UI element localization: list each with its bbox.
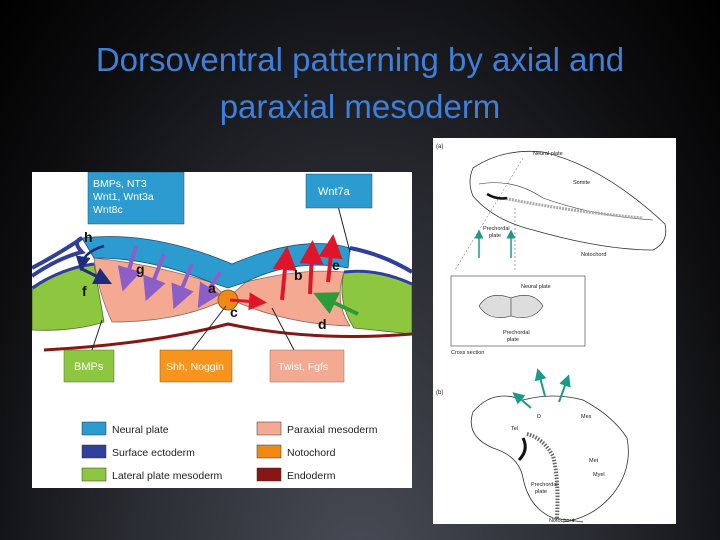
arrow-purple-3 (171, 263, 194, 310)
pointer-bmps (91, 319, 103, 351)
legend-swatch-paraxial-mesoderm (256, 421, 282, 436)
legend-label-notochord: Notochord (287, 447, 336, 459)
embryo-b-notochord (526, 432, 560, 519)
legend-label-surface-ectoderm: Surface ectoderm (112, 447, 195, 459)
letter-b: b (294, 267, 303, 283)
pointer-twist (271, 307, 295, 351)
label-b-tel: Tel (511, 426, 518, 432)
teal-arrow-b-2 (534, 368, 547, 397)
embryo-a-prechordal (486, 192, 508, 200)
box-wnt7a-label: Wnt7a (318, 186, 351, 198)
letter-f: f (82, 283, 87, 299)
label-b-notochord: Notochord (549, 518, 574, 524)
label-a-prechordal-2: plate (489, 233, 501, 239)
letter-g: g (136, 261, 145, 277)
label-b-prechordal-1: Prechordal (531, 482, 558, 488)
surface-ectoderm (32, 236, 412, 278)
label-b-mes: Mes (581, 414, 592, 420)
legend-label-lateral-plate-mesoderm: Lateral plate mesoderm (112, 470, 223, 482)
panel-a-label: (a) (436, 144, 443, 150)
label-cross-neural-plate: Neural plate (521, 284, 551, 290)
arrow-purple-1 (117, 245, 141, 292)
box-bmps-label: BMPs (74, 361, 104, 373)
label-a-somite: Somite (573, 180, 590, 186)
arrow-f (79, 266, 113, 285)
arrow-purple-4 (197, 270, 222, 309)
pointer-lines (91, 205, 351, 351)
slide-title: Dorsoventral patterning by axial and par… (0, 36, 720, 130)
label-b-d: D (537, 414, 541, 420)
letter-c: c (230, 304, 238, 320)
box-wnt7a: Wnt7a (305, 173, 373, 209)
label-a-prechordal-1: Prechordal (483, 226, 510, 232)
arrow-red-notochord (229, 292, 267, 311)
embryo-a-section-line-1 (454, 157, 524, 271)
legend-label-neural-plate: Neural plate (112, 424, 169, 436)
box-shh-noggin: Shh, Noggin (159, 349, 233, 383)
legend-swatch-neural-plate (81, 421, 107, 436)
teal-arrow-b-3 (558, 374, 571, 403)
label-a-notochord: Notochord (581, 252, 606, 258)
letter-a: a (208, 280, 216, 296)
embryo-a-neural-fold (478, 182, 654, 221)
embryo-line-drawing: (a) Neural plate Somite Prechordal plate… (433, 138, 676, 524)
label-cross-prechordal-2: plate (507, 337, 519, 343)
label-cross-prechordal-1: Prechordal (503, 330, 530, 336)
mesoderm-patterning-svg: BMPs, NT3 Wnt1, Wnt3a Wnt8c Wnt7a BMPs S… (32, 172, 412, 482)
teal-arrow-b-1 (512, 392, 532, 409)
arrow-h (75, 244, 105, 272)
letter-d: d (318, 316, 327, 332)
legend: Neural plate Paraxial mesoderm Surface e… (81, 421, 378, 482)
legend-swatch-surface-ectoderm (81, 444, 107, 459)
box-twist-fgfs: Twist, Fgfs (269, 349, 345, 383)
arrow-red-1 (272, 246, 297, 301)
title-line-2: paraxial mesoderm (219, 88, 501, 125)
box-bmps: BMPs (63, 349, 115, 383)
box-bmps-nt3-line2: Wnt1, Wnt3a (93, 191, 154, 203)
title-line-1: Dorsoventral patterning by axial and (95, 41, 625, 78)
endoderm (43, 322, 412, 352)
label-a-neural-plate: Neural plate (533, 151, 563, 157)
embryo-b-prechordal (517, 437, 527, 462)
legend-swatch-notochord (256, 444, 282, 459)
box-bmps-nt3: BMPs, NT3 Wnt1, Wnt3a Wnt8c (87, 172, 185, 225)
letter-h: h (84, 229, 93, 245)
embryo-a-somites (502, 196, 644, 220)
cross-section-box (450, 275, 586, 347)
panel-b-label: (b) (436, 390, 443, 396)
arrow-red-2 (299, 240, 324, 295)
embryo-a-outline (469, 151, 667, 251)
label-b-prechordal-2: plate (535, 489, 547, 495)
box-bmps-nt3-line3: Wnt8c (93, 204, 123, 216)
box-bmps-nt3-line1: BMPs, NT3 (93, 178, 147, 190)
letter-e: e (332, 257, 340, 273)
arrow-green (313, 292, 359, 316)
legend-swatch-lateral-plate-mesoderm (81, 467, 107, 482)
box-twist-fgfs-label: Twist, Fgfs (278, 361, 328, 373)
embryo-line-drawing-svg: (a) Neural plate Somite Prechordal plate… (436, 144, 667, 524)
box-shh-noggin-label: Shh, Noggin (166, 361, 224, 373)
pointer-wnt7a (337, 205, 351, 253)
label-cross-section: Cross section (451, 350, 484, 356)
arrow-purple-2 (143, 253, 166, 302)
legend-swatch-endoderm (256, 467, 282, 482)
arrow-red-3 (318, 234, 343, 283)
legend-label-paraxial-mesoderm: Paraxial mesoderm (287, 424, 378, 436)
pointer-shh (191, 305, 227, 351)
legend-label-endoderm: Endoderm (287, 470, 336, 482)
mesoderm-patterning-diagram: BMPs, NT3 Wnt1, Wnt3a Wnt8c Wnt7a BMPs S… (32, 172, 412, 488)
embryo-b-outline (470, 395, 629, 523)
label-b-met: Met (589, 458, 599, 464)
label-b-myel: Myel (593, 472, 605, 478)
